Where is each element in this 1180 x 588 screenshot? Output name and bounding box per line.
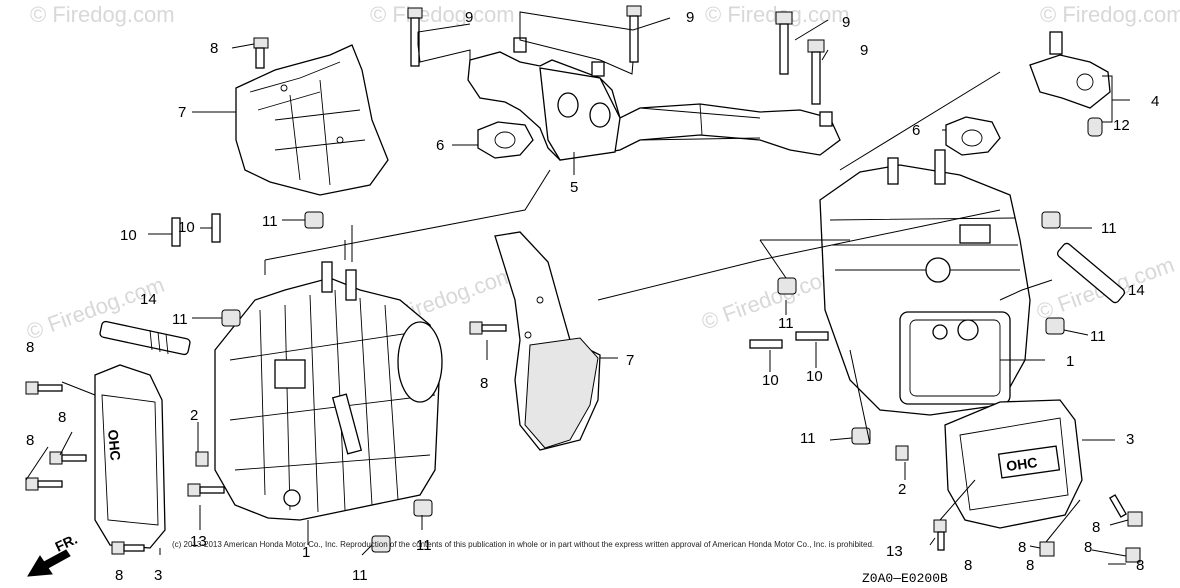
callout-10: 10 [762,372,779,389]
callout-12: 12 [1113,117,1130,134]
callout-8: 8 [964,557,972,574]
callout-2: 2 [190,407,198,424]
part-gasket [945,116,1001,156]
callout-13: 13 [886,543,903,560]
callout-3: 3 [1126,431,1134,448]
watermark: © Firedog.com [30,2,175,27]
callout-8: 8 [26,339,34,356]
spark-plug-icon [1056,242,1126,304]
callout-11: 11 [352,567,368,584]
part-exhaust-pipe [467,37,841,161]
callout-8: 8 [115,567,123,584]
part-breather [1029,31,1111,137]
callout-8: 8 [1018,539,1026,556]
callout-10: 10 [806,368,823,385]
callout-11: 11 [1090,328,1106,345]
copyright-notice: (c) 2013-2013 American Honda Motor Co., … [172,540,874,549]
bolt-icon [807,39,825,105]
callout-8: 8 [26,432,34,449]
part-heat-shield-left [235,44,389,196]
callout-9: 9 [686,9,694,26]
watermark: © Firedog.com [1040,2,1180,27]
watermark: © Firedog.com [698,262,842,335]
callout-8: 8 [1136,557,1144,574]
bolt-icon [775,11,793,75]
callout-8: 8 [1092,519,1100,536]
callout-8: 8 [1084,539,1092,556]
callout-14: 14 [1128,282,1145,299]
callout-13: 13 [190,533,207,550]
callout-1: 1 [302,544,310,561]
callout-14: 14 [140,291,157,308]
callout-6: 6 [436,137,444,154]
bolt-icon [25,321,1143,563]
bolt-icon [407,7,423,67]
callout-8: 8 [480,375,488,392]
callout-7: 7 [626,352,634,369]
front-direction-arrow: FR. [27,531,80,577]
callout-2: 2 [898,481,906,498]
bolt-icon [253,37,269,69]
callout-labels: 9 9 9 9 8 7 6 5 6 4 12 11 10 10 11 14 14… [26,9,1159,584]
callout-11: 11 [416,537,432,554]
callout-10: 10 [178,219,195,236]
callout-5: 5 [570,179,578,196]
callout-11: 11 [262,213,278,230]
cover-badge: OHC [105,429,124,461]
callout-4: 4 [1151,93,1159,110]
callout-8: 8 [58,409,66,426]
callout-9: 9 [842,14,850,31]
part-gasket [477,121,534,159]
callout-8: 8 [210,40,218,57]
watermark: © Firedog.com [370,2,515,27]
part-head-cover-right: OHC [944,399,1083,529]
spark-plug-icon [99,320,191,356]
part-head-cover-left: OHC [94,364,166,549]
callout-9: 9 [465,9,473,26]
callout-3: 3 [154,567,162,584]
callout-6: 6 [912,122,920,139]
bolt-icon [626,5,642,63]
diagram-code: Z0A0—E0200B [862,571,948,586]
callout-7: 7 [178,104,186,121]
callout-10: 10 [120,227,137,244]
callout-11: 11 [800,430,816,447]
part-heat-shield-center [494,231,601,451]
callout-11: 11 [1101,220,1117,237]
callout-8: 8 [1026,557,1034,574]
front-label: FR. [53,531,80,555]
part-cylinder-head-right [819,149,1031,416]
leader-lines [25,11,1130,565]
callout-9: 9 [860,42,868,59]
callout-1: 1 [1066,353,1074,370]
stud-icon [171,213,829,349]
nut-icon [221,211,1065,553]
callout-11: 11 [778,315,794,332]
callout-11: 11 [172,311,188,328]
cover-badge: OHC [1005,454,1038,474]
part-cylinder-head-left [214,261,443,521]
